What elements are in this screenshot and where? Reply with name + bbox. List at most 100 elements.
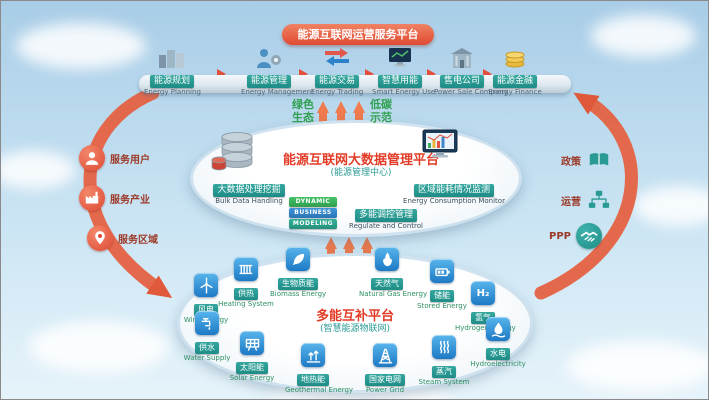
service-label: 运营 bbox=[561, 196, 581, 208]
platform-item-management: 能源管理 Energy Management bbox=[241, 45, 314, 97]
city-buildings-icon bbox=[144, 45, 200, 68]
energy-node-sublabel: Stored Energy bbox=[417, 302, 467, 310]
energy-node-sublabel: Hydrogen Energy bbox=[455, 324, 516, 332]
energy-node-label: 供热 bbox=[234, 288, 258, 300]
energy-node-solar: 太阳能 Solar Energy bbox=[224, 331, 280, 383]
map-pin-icon bbox=[87, 225, 113, 251]
multi-energy-subtitle: (智慧能源物联网) bbox=[319, 324, 391, 334]
energy-node-gas: 天然气 Natural Gas Energy bbox=[359, 247, 428, 299]
energy-node-label: 水电 bbox=[486, 348, 510, 360]
bigdata-module: 大数据处理挖掘 Bulk Data Handling bbox=[201, 177, 297, 206]
energy-node-sublabel: Steam System bbox=[418, 378, 470, 386]
service-label: 服务区域 bbox=[118, 234, 158, 246]
platform-item-sublabel: Energy Planning bbox=[144, 88, 201, 96]
battery-icon bbox=[430, 259, 454, 283]
energy-monitor-icon bbox=[419, 128, 463, 166]
energy-node-geothermal: 地热能 Geothermal Energy bbox=[285, 343, 353, 395]
solar-panel-icon bbox=[240, 331, 264, 355]
office-building-icon bbox=[434, 45, 490, 68]
exchange-arrows-icon bbox=[309, 45, 365, 68]
coins-icon bbox=[487, 45, 543, 68]
platform-item-label: 能源交易 bbox=[314, 75, 359, 88]
energy-node-sublabel: Heating System bbox=[218, 300, 274, 308]
energy-node-label: 太阳能 bbox=[236, 362, 268, 374]
faucet-icon bbox=[195, 311, 219, 335]
platform-item-trading: 能源交易 Energy Trading bbox=[309, 45, 365, 97]
service-policy: 政策 bbox=[561, 147, 612, 173]
energy-node-sublabel: Hydroelectricity bbox=[470, 360, 526, 368]
energy-node-hydrogen: H₂ 氢气 Hydrogen Energy bbox=[455, 281, 516, 333]
bigdata-platform-title: 能源互联网大数据管理平台 bbox=[282, 153, 439, 168]
page-title: 能源互联网运营服务平台 bbox=[282, 24, 434, 45]
energy-node-sublabel: Biomass Energy bbox=[270, 290, 327, 298]
cloud bbox=[1, 151, 76, 189]
service-operation: 运营 bbox=[561, 187, 612, 213]
energy-node-sublabel: Natural Gas Energy bbox=[359, 290, 428, 298]
h2-icon: H₂ bbox=[471, 281, 495, 305]
platform-item-sublabel: Energy Finance bbox=[488, 88, 542, 96]
energy-node-sublabel: Water Supply bbox=[183, 354, 231, 362]
eco-label: 绿色生态 bbox=[292, 98, 314, 124]
service-label: 政策 bbox=[561, 156, 581, 168]
platform-item-finance: 能源金融 Energy Finance bbox=[487, 45, 543, 97]
platform-item-label: 能源管理 bbox=[246, 75, 291, 88]
block-dynamic: DYNAMIC bbox=[289, 197, 337, 207]
cloud bbox=[633, 186, 708, 226]
water-drop-icon bbox=[486, 317, 510, 341]
flame-icon bbox=[375, 247, 399, 271]
cycle-arrow-left bbox=[83, 86, 173, 299]
user-icon bbox=[79, 145, 105, 171]
platform-item-smart-use: 智慧用能 Smart Energy Use bbox=[372, 45, 436, 97]
monitor-module-sublabel: Energy Consumption Monitor bbox=[403, 197, 505, 205]
control-module-label: 多能调控管理 bbox=[354, 209, 417, 222]
monitor-module: 区域能耗情况监测 Energy Consumption Monitor bbox=[399, 177, 509, 206]
energy-node-biomass: 生物质能 Biomass Energy bbox=[270, 247, 326, 299]
energy-node-label: 天然气 bbox=[371, 278, 403, 290]
platform-item-power-sale: 售电公司 Power Sale Company bbox=[434, 45, 508, 97]
energy-node-steam: 蒸汽 Steam System bbox=[416, 335, 472, 387]
energy-node-label: 储能 bbox=[430, 290, 454, 302]
h2-icon-text: H₂ bbox=[476, 287, 490, 299]
block-business: BUSINESS bbox=[289, 208, 337, 218]
wind-turbine-icon bbox=[194, 273, 218, 297]
service-label: PPP bbox=[549, 230, 571, 242]
person-gear-icon bbox=[241, 45, 297, 68]
bigdata-module-sublabel: Bulk Data Handling bbox=[215, 197, 283, 205]
bigdata-platform-subtitle: (能源管理中心) bbox=[330, 168, 392, 178]
cycle-arrow-right bbox=[534, 92, 638, 300]
energy-node-sublabel: Solar Energy bbox=[229, 374, 275, 382]
org-chart-icon bbox=[586, 187, 612, 213]
platform-item-label: 售电公司 bbox=[439, 75, 484, 88]
energy-node-heating: 供热 Heating System bbox=[218, 257, 274, 309]
platform-item-label: 能源规划 bbox=[149, 75, 194, 88]
handshake-icon bbox=[576, 223, 602, 249]
cloud bbox=[591, 15, 696, 57]
factory-icon bbox=[79, 185, 105, 211]
radiator-icon bbox=[234, 257, 258, 281]
energy-node-water-supply: 供水 Water Supply bbox=[179, 311, 235, 363]
energy-node-label: 生物质能 bbox=[278, 278, 318, 290]
service-label: 服务产业 bbox=[110, 194, 150, 206]
platform-item-label: 能源金融 bbox=[492, 75, 537, 88]
energy-node-label: 国家电网 bbox=[365, 374, 405, 386]
leaf-icon bbox=[286, 247, 310, 271]
steam-icon bbox=[432, 335, 456, 359]
service-users: 服务用户 bbox=[79, 145, 150, 171]
platform-item-sublabel: Smart Energy Use bbox=[372, 88, 436, 96]
transmission-tower-icon bbox=[373, 343, 397, 367]
energy-node-sublabel: Power Grid bbox=[365, 386, 405, 394]
cloud bbox=[29, 321, 169, 373]
cloud bbox=[16, 23, 146, 69]
geothermal-icon bbox=[301, 343, 325, 367]
energy-node-grid: 国家电网 Power Grid bbox=[357, 343, 413, 395]
platform-item-sublabel: Energy Trading bbox=[310, 88, 364, 96]
energy-node-label: 地热能 bbox=[297, 374, 329, 386]
lowcarbon-label: 低碳示范 bbox=[370, 98, 392, 124]
energy-node-hydro: 水电 Hydroelectricity bbox=[470, 317, 526, 369]
policy-book-icon bbox=[586, 147, 612, 173]
monitor-module-label: 区域能耗情况监测 bbox=[413, 184, 494, 197]
energy-node-label: 蒸汽 bbox=[432, 366, 456, 378]
monitor-icon bbox=[372, 45, 428, 68]
platform-item-planning: 能源规划 Energy Planning bbox=[144, 45, 201, 97]
